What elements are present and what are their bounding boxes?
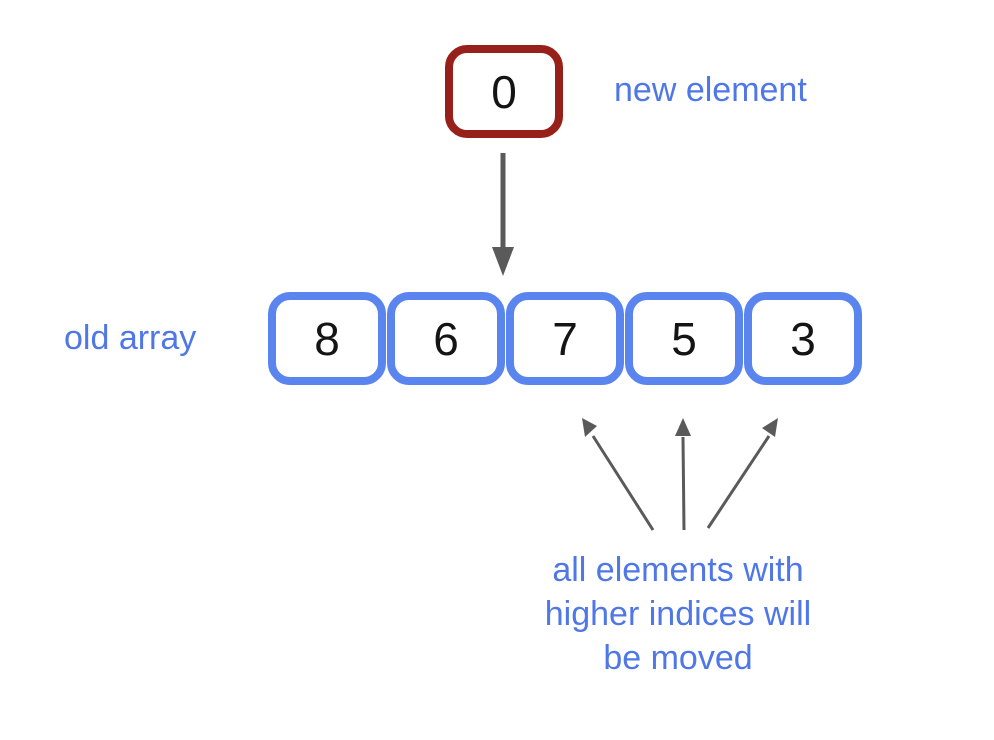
array-cell-value: 3 (790, 312, 816, 365)
shift-note: all elements with higher indices will be… (478, 548, 878, 680)
array-cell-2: 7 (506, 292, 624, 385)
shift-up-arrow-icon-middle (675, 418, 691, 531)
array-cell-0: 8 (268, 292, 386, 385)
array-cell-value: 8 (314, 312, 340, 365)
array-cell-value: 6 (433, 312, 459, 365)
shift-up-arrow-icon-right (706, 418, 778, 529)
shift-note-line: be moved (603, 639, 753, 677)
array-cell-value: 5 (671, 312, 697, 365)
array-cell-1: 6 (387, 292, 505, 385)
old-array: 8 6 7 5 3 (268, 292, 862, 385)
array-cell-3: 5 (625, 292, 743, 385)
old-array-label: old array (64, 319, 197, 357)
array-cell-4: 3 (744, 292, 862, 385)
new-element-label: new element (614, 71, 807, 109)
array-cell-value: 7 (552, 312, 578, 365)
shift-up-arrow-icon-left (582, 418, 655, 531)
shift-note-line: all elements with (552, 551, 804, 589)
new-element-box: 0 (445, 45, 563, 138)
new-element-value: 0 (491, 65, 517, 118)
shift-note-line: higher indices will (544, 595, 812, 633)
insert-down-arrow-icon (492, 153, 514, 276)
